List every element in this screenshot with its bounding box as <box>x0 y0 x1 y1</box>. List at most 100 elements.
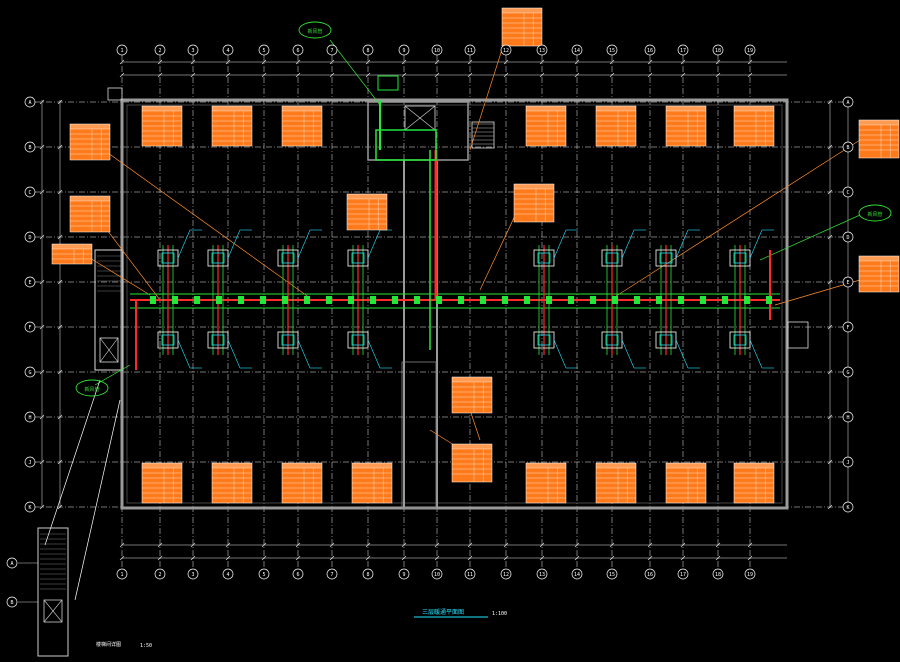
grid-bubble-top-label: 4 <box>226 48 229 54</box>
grid-bubble-right-label: C <box>846 190 849 196</box>
stair-bubble-circle <box>6 596 18 608</box>
grid-bubble-top-label: 10 <box>434 48 440 54</box>
dimension-tick <box>467 555 473 561</box>
grid-bubble-top-circle <box>258 44 270 56</box>
grid-bubble-right-circle <box>842 276 854 288</box>
grid-bubble-right-circle <box>842 456 854 468</box>
unit-tag-leader <box>675 229 689 259</box>
dimension-tick <box>647 555 653 561</box>
grid-bubble-bottom-circle <box>536 568 548 580</box>
grid-bubble-left-circle <box>24 501 36 513</box>
inner-wall-line <box>126 104 783 504</box>
duct-fitting <box>282 296 288 304</box>
leader-line <box>44 379 101 546</box>
dimension-tick <box>39 234 45 240</box>
dimension-tick <box>747 59 753 65</box>
grid-bubble-top-circle <box>292 44 304 56</box>
grid-bubble-right-circle <box>842 141 854 153</box>
unit-tag-leader <box>297 229 311 259</box>
table-header <box>526 106 566 111</box>
grid-bubble-bottom-label: 3 <box>191 572 194 578</box>
dimension-tick <box>57 504 63 510</box>
schedule-table <box>346 193 388 231</box>
fan-coil-core <box>605 252 619 264</box>
fan-coil-core <box>281 334 295 346</box>
duct-fitting <box>304 296 310 304</box>
grid-bubble-right-circle <box>842 366 854 378</box>
grid-bubble-top-circle <box>677 44 689 56</box>
grid-bubble-top-circle <box>744 44 756 56</box>
dimension-tick <box>261 72 267 78</box>
grid-bubble-bottom-circle <box>677 568 689 580</box>
grid-bubble-bottom-label: 9 <box>402 572 405 578</box>
dimension-tick <box>365 72 371 78</box>
grid-bubble-right-label: F <box>846 325 849 331</box>
dimension-tick <box>295 542 301 548</box>
duct-fitting <box>414 296 420 304</box>
grid-bubble-top-circle <box>644 44 656 56</box>
grid-bubble-top-label: 3 <box>191 48 194 54</box>
grid-bubble-right-label: B <box>846 145 849 151</box>
dimension-tick <box>609 542 615 548</box>
grid-bubble-left-circle <box>24 321 36 333</box>
grid-bubble-top-circle <box>500 44 512 56</box>
dimension-tick <box>225 59 231 65</box>
grid-bubble-bottom-circle <box>644 568 656 580</box>
dimension-tick <box>434 59 440 65</box>
duct-fitting <box>678 296 684 304</box>
dimension-tick <box>467 59 473 65</box>
grid-bubble-bottom-circle <box>362 568 374 580</box>
grid-bubble-top-label: 8 <box>366 48 369 54</box>
grid-bubble-bottom-circle <box>222 568 234 580</box>
dimension-tick <box>157 59 163 65</box>
unit-tag-leader <box>553 229 567 259</box>
dimension-tick <box>827 504 833 510</box>
grid-bubble-bottom-label: 4 <box>226 572 229 578</box>
dimension-tick <box>57 234 63 240</box>
dimension-tick <box>680 72 686 78</box>
dimension-tick <box>190 555 196 561</box>
duct-fitting <box>238 296 244 304</box>
duct-fitting <box>194 296 200 304</box>
dimension-tick <box>467 72 473 78</box>
duct-fitting <box>480 296 486 304</box>
grid-bubble-bottom-circle <box>292 568 304 580</box>
table-header <box>282 463 322 468</box>
stair-shaft <box>43 599 63 623</box>
dimension-tick <box>434 555 440 561</box>
table-header <box>596 463 636 468</box>
grid-bubble-bottom-label: 1 <box>120 572 123 578</box>
dimension-tick <box>747 555 753 561</box>
dimension-tick <box>747 542 753 548</box>
dimension-tick <box>225 542 231 548</box>
dimension-tick <box>647 542 653 548</box>
grid-bubble-top-circle <box>116 44 128 56</box>
grid-bubble-bottom-label: 13 <box>539 572 545 578</box>
duct-fitting <box>634 296 640 304</box>
stair-bubble-label: B <box>10 600 13 606</box>
dimension-tick <box>680 59 686 65</box>
grid-bubble-top-circle <box>571 44 583 56</box>
dimension-tick <box>157 542 163 548</box>
grid-bubble-left-label: H <box>28 415 31 421</box>
grid-bubble-right-label: G <box>846 370 849 376</box>
grid-bubble-top-circle <box>222 44 234 56</box>
grid-bubble-top-circle <box>398 44 410 56</box>
dimension-tick <box>827 234 833 240</box>
callout-top-text: 新风管 <box>307 28 322 35</box>
stair-detail-scale: 1:50 <box>140 643 152 649</box>
fan-coil-core <box>281 252 295 264</box>
dimension-tick <box>295 72 301 78</box>
duct-fitting <box>436 296 442 304</box>
grid-bubble-bottom-label: 10 <box>434 572 440 578</box>
schedule-table <box>69 123 111 161</box>
schedule-table <box>451 443 493 483</box>
leader-line <box>84 254 151 296</box>
dimension-tick <box>57 324 63 330</box>
table-header <box>859 120 899 125</box>
fan-coil-core <box>733 334 747 346</box>
grid-bubble-top-label: 14 <box>574 48 580 54</box>
grid-bubble-bottom-circle <box>258 568 270 580</box>
grid-bubble-left-label: K <box>28 505 31 511</box>
